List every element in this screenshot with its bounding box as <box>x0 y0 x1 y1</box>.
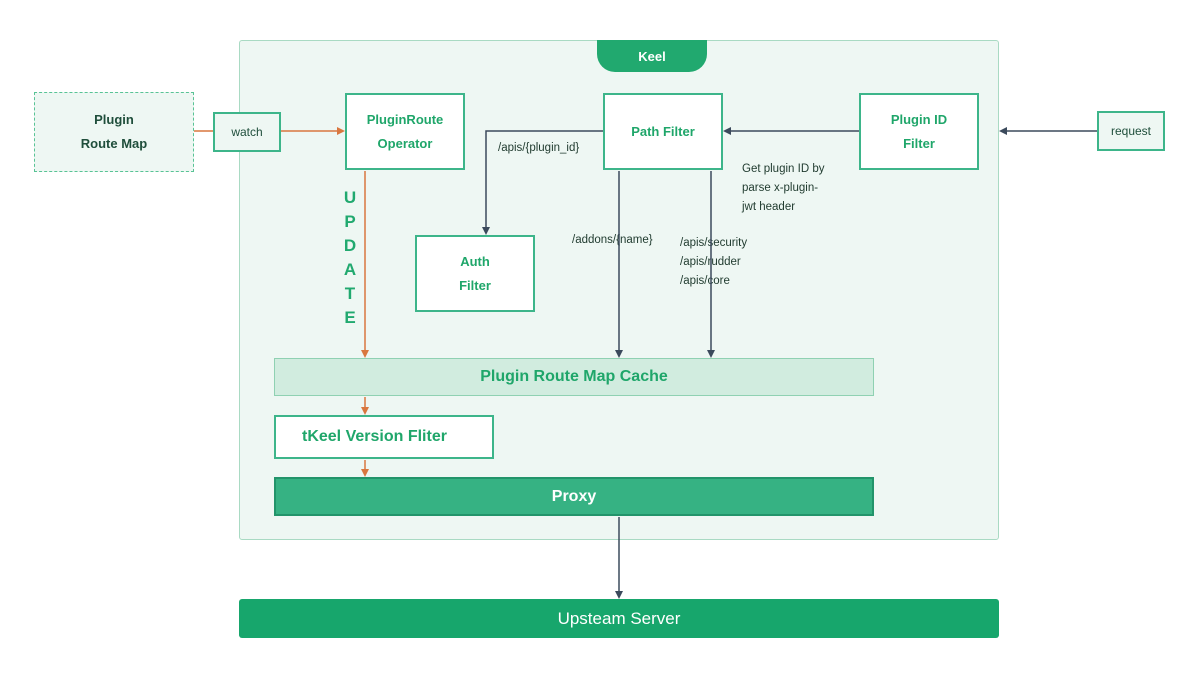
request-box: request <box>1097 111 1165 151</box>
request-label: request <box>1110 124 1152 138</box>
cache-label: Plugin Route Map Cache <box>480 368 668 385</box>
keel-title-tab: Keel <box>597 40 707 72</box>
plugin-id-note: Get plugin ID by parse x-plugin- jwt hea… <box>742 160 824 217</box>
note-line2: parse x-plugin- <box>742 182 819 194</box>
version-filter-label: tKeel Version Fliter <box>302 428 447 445</box>
plugin-route-map-line1: Plugin <box>94 112 134 127</box>
plugin-route-map-cache-bar: Plugin Route Map Cache <box>274 358 874 396</box>
upstream-server-bar: Upsteam Server <box>239 599 999 638</box>
path-filter-box: Path Filter <box>603 93 723 170</box>
update-letter: E <box>344 308 356 327</box>
upstream-label: Upsteam Server <box>557 608 681 628</box>
route-security-label: /apis/security <box>680 237 748 249</box>
route-apis-group: /apis/security /apis/rudder /apis/core <box>680 234 747 291</box>
note-line1: Get plugin ID by <box>742 163 825 175</box>
plugin-id-filter-line1: Plugin ID <box>890 111 948 127</box>
watch-label: watch <box>231 125 263 139</box>
plugin-id-filter-line2: Filter <box>903 135 935 151</box>
plugin-id-filter-box: Plugin ID Filter <box>859 93 979 170</box>
operator-line1: PluginRoute <box>366 111 444 127</box>
update-letter: A <box>343 260 357 279</box>
route-rudder-label: /apis/rudder <box>680 256 741 268</box>
update-letter: T <box>344 284 356 303</box>
watch-box: watch <box>213 112 281 152</box>
keel-title: Keel <box>638 48 666 64</box>
route-core-label: /apis/core <box>680 275 730 287</box>
update-letter: D <box>343 236 357 255</box>
auth-filter-line1: Auth <box>460 253 490 269</box>
route-addons-label: /addons/{name} <box>572 234 653 246</box>
tkeel-version-filter-bar: tKeel Version Fliter <box>274 415 494 459</box>
auth-filter-box: Auth Filter <box>415 235 535 312</box>
note-line3: jwt header <box>742 201 796 213</box>
plugin-route-map-line2: Route Map <box>80 136 148 151</box>
path-filter-label: Path Filter <box>631 123 695 139</box>
proxy-bar: Proxy <box>274 477 874 516</box>
plugin-route-operator-box: PluginRoute Operator <box>345 93 465 170</box>
update-letter: U <box>343 188 357 207</box>
auth-filter-line2: Filter <box>459 277 491 293</box>
plugin-route-map-box: Plugin Route Map <box>34 92 194 172</box>
update-label: U P D A T E <box>340 188 360 332</box>
proxy-label: Proxy <box>551 487 597 505</box>
route-plugin-id-label: /apis/{plugin_id} <box>498 142 580 154</box>
operator-line2: Operator <box>377 135 433 151</box>
update-letter: P <box>344 212 356 231</box>
